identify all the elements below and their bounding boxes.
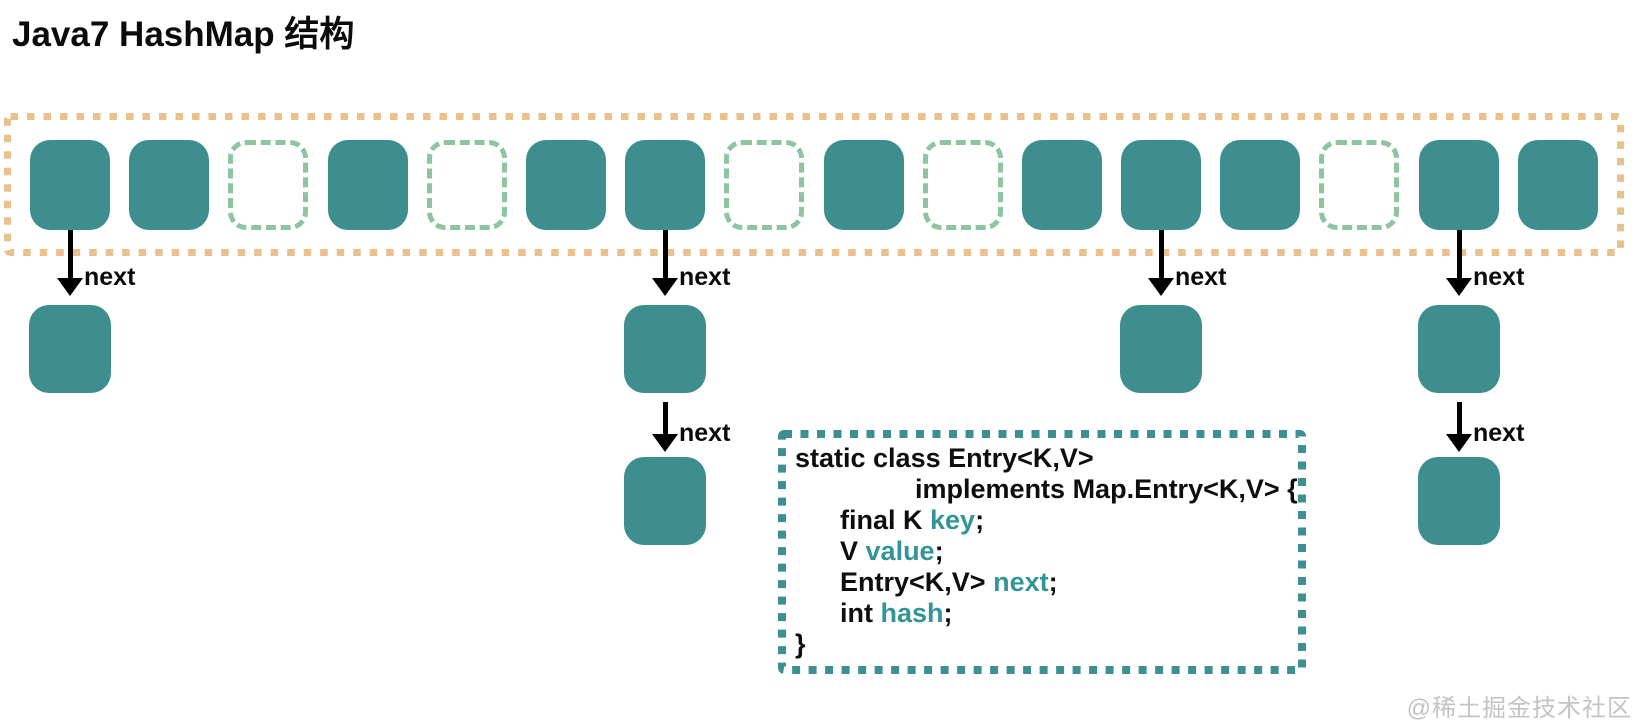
code-segment-keyword: ; [975,505,985,535]
next-label: next [1175,263,1227,291]
code-line-1: implements Map.Entry<K,V> { [795,474,1298,505]
bucket-cell-11-filled [1121,139,1202,230]
bucket-cell-7-empty [724,139,805,230]
bucket-cell-8-filled [823,139,904,230]
next-arrow: next [1446,230,1524,296]
bucket-cell-3-filled [327,139,408,230]
code-segment-keyword: implements Map.Entry<K,V> { [795,474,1298,504]
code-line-2: final K key; [795,505,1296,536]
entry-node [29,305,111,393]
next-arrow: next [652,230,730,296]
next-label: next [679,419,731,447]
code-segment-field: value [865,536,935,566]
next-label: next [679,263,731,291]
code-line-5: int hash; [795,598,1296,629]
bucket-cell-2-empty [228,139,309,230]
next-arrow: next [652,402,730,452]
arrow-head-icon [652,278,678,296]
next-arrow: next [1446,402,1524,452]
page-title: Java7 HashMap 结构 [12,15,355,54]
arrow-head-icon [652,434,678,452]
code-segment-keyword: V [795,536,866,566]
arrow-line [1456,402,1462,438]
code-segment-keyword: Entry<K,V> [795,567,994,597]
entry-class-code-block: static class Entry<K,V> implements Map.E… [778,430,1306,674]
entry-chain-bucket-14: next next [1399,230,1524,545]
next-label: next [1473,263,1525,291]
next-label: next [84,263,136,291]
code-line-3: V value; [795,536,1296,567]
bucket-cell-5-filled [525,139,606,230]
arrow-line [662,230,668,282]
bucket-array-dashed-border [4,113,1624,256]
bucket-cell-10-filled [1021,139,1102,230]
watermark: @稀土掘金技术社区 [1406,695,1632,722]
arrow-head-icon [1446,434,1472,452]
entry-chain-bucket-6: next next [605,230,730,545]
entry-chain-bucket-11: next [1101,230,1226,393]
bucket-array [4,113,1624,256]
bucket-cell-12-filled [1220,139,1301,230]
bucket-cell-row [4,113,1624,256]
bucket-cell-9-empty [922,139,1003,230]
next-arrow: next [57,230,135,296]
arrow-line [1456,230,1462,282]
code-segment-keyword: final K [795,505,931,535]
code-segment-keyword: ; [1048,567,1058,597]
entry-node [624,457,706,545]
code-segment-field: hash [880,598,944,628]
code-line-0: static class Entry<K,V> [795,443,1296,474]
entry-node [1120,305,1202,393]
bucket-cell-4-empty [426,139,507,230]
code-segment-keyword: } [795,629,806,659]
code-block-dashed-border [778,430,1306,674]
next-label: next [1473,419,1525,447]
bucket-cell-13-empty [1319,139,1400,230]
code-segment-keyword: int [795,598,881,628]
code-segment-keyword: static class Entry<K,V> [795,443,1094,473]
arrow-line [67,230,73,282]
bucket-cell-6-filled [625,139,706,230]
code-lines: static class Entry<K,V> implements Map.E… [795,443,1298,660]
arrow-head-icon [1148,278,1174,296]
entry-node [624,305,706,393]
arrow-head-icon [1446,278,1472,296]
code-line-4: Entry<K,V> next; [795,567,1296,598]
arrow-line [662,402,668,438]
entry-chain-bucket-0: next [10,230,135,393]
bucket-cell-1-filled [129,139,210,230]
bucket-cell-15-filled [1517,139,1598,230]
bucket-cell-14-filled [1418,139,1499,230]
code-segment-field: next [993,567,1049,597]
entry-node [1418,305,1500,393]
entry-node [1418,457,1500,545]
bucket-cell-0-filled [30,139,110,230]
arrow-head-icon [57,278,83,296]
arrow-line [1158,230,1164,282]
next-arrow: next [1148,230,1226,296]
code-line-6: } [795,629,1296,660]
code-segment-keyword: ; [934,536,944,566]
code-segment-keyword: ; [943,598,953,628]
code-segment-field: key [930,505,976,535]
